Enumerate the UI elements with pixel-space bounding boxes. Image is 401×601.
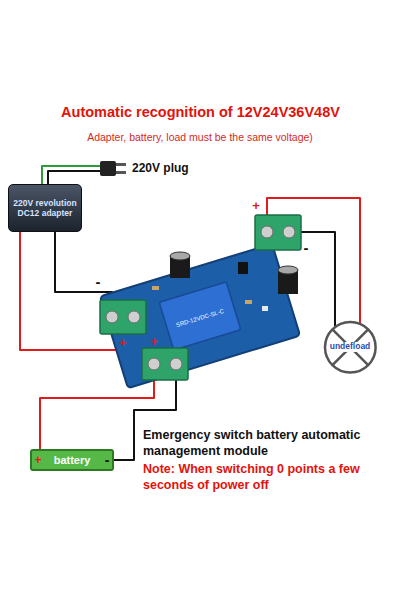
battery-cell: battery xyxy=(30,449,114,471)
polarity-sign: - xyxy=(304,240,309,255)
plug-prong xyxy=(116,171,126,174)
voltage-note: Adapter, battery, load must be the same … xyxy=(87,131,313,144)
plug-label: 220V plug xyxy=(132,161,189,175)
polarity-sign: + xyxy=(119,336,127,349)
wire xyxy=(55,232,112,300)
screw xyxy=(106,311,118,323)
node-text: undefload xyxy=(329,342,372,351)
screw xyxy=(283,226,295,238)
polarity-sign: - xyxy=(96,274,101,289)
relay-marking: SRD-12VDC-SL-C xyxy=(175,308,224,328)
plug-body xyxy=(100,161,116,176)
polarity-sign: + xyxy=(150,335,158,348)
capacitor-top xyxy=(278,266,298,274)
pcb-module xyxy=(100,215,301,388)
plug-prong xyxy=(116,163,126,166)
relay xyxy=(159,282,241,350)
node-text: battery xyxy=(54,455,91,466)
capacitor-top xyxy=(170,252,190,260)
wire xyxy=(42,166,100,184)
terminal-block xyxy=(255,215,301,250)
polarity-sign: - xyxy=(105,453,110,467)
transistor xyxy=(238,262,248,274)
circuit-board xyxy=(100,244,300,388)
smd-part xyxy=(152,286,159,290)
smd-part xyxy=(245,300,252,304)
polarity-sign: + xyxy=(34,454,41,466)
load-lamp: undefload xyxy=(323,320,378,375)
node-text: 220V revolution DC12 adapter xyxy=(13,198,77,218)
wire xyxy=(301,232,335,327)
lamp-circle xyxy=(325,322,376,373)
title: Automatic recognition of 12V24V36V48V xyxy=(0,104,401,121)
screw xyxy=(148,358,160,370)
polarity-sign: + xyxy=(252,199,260,212)
screw xyxy=(170,358,182,370)
wire xyxy=(40,380,154,449)
screw xyxy=(261,226,273,238)
plug-icon xyxy=(100,161,126,176)
warning-note: Note: When switching 0 points a few seco… xyxy=(143,462,393,493)
module-title: Emergency switch battery automatic manag… xyxy=(143,428,393,459)
screw xyxy=(128,311,140,323)
wire xyxy=(48,171,100,184)
adapter-box: 220V revolution DC12 adapter xyxy=(8,184,82,232)
terminal-block xyxy=(142,348,188,380)
led xyxy=(262,306,268,311)
terminal-block xyxy=(100,300,146,334)
